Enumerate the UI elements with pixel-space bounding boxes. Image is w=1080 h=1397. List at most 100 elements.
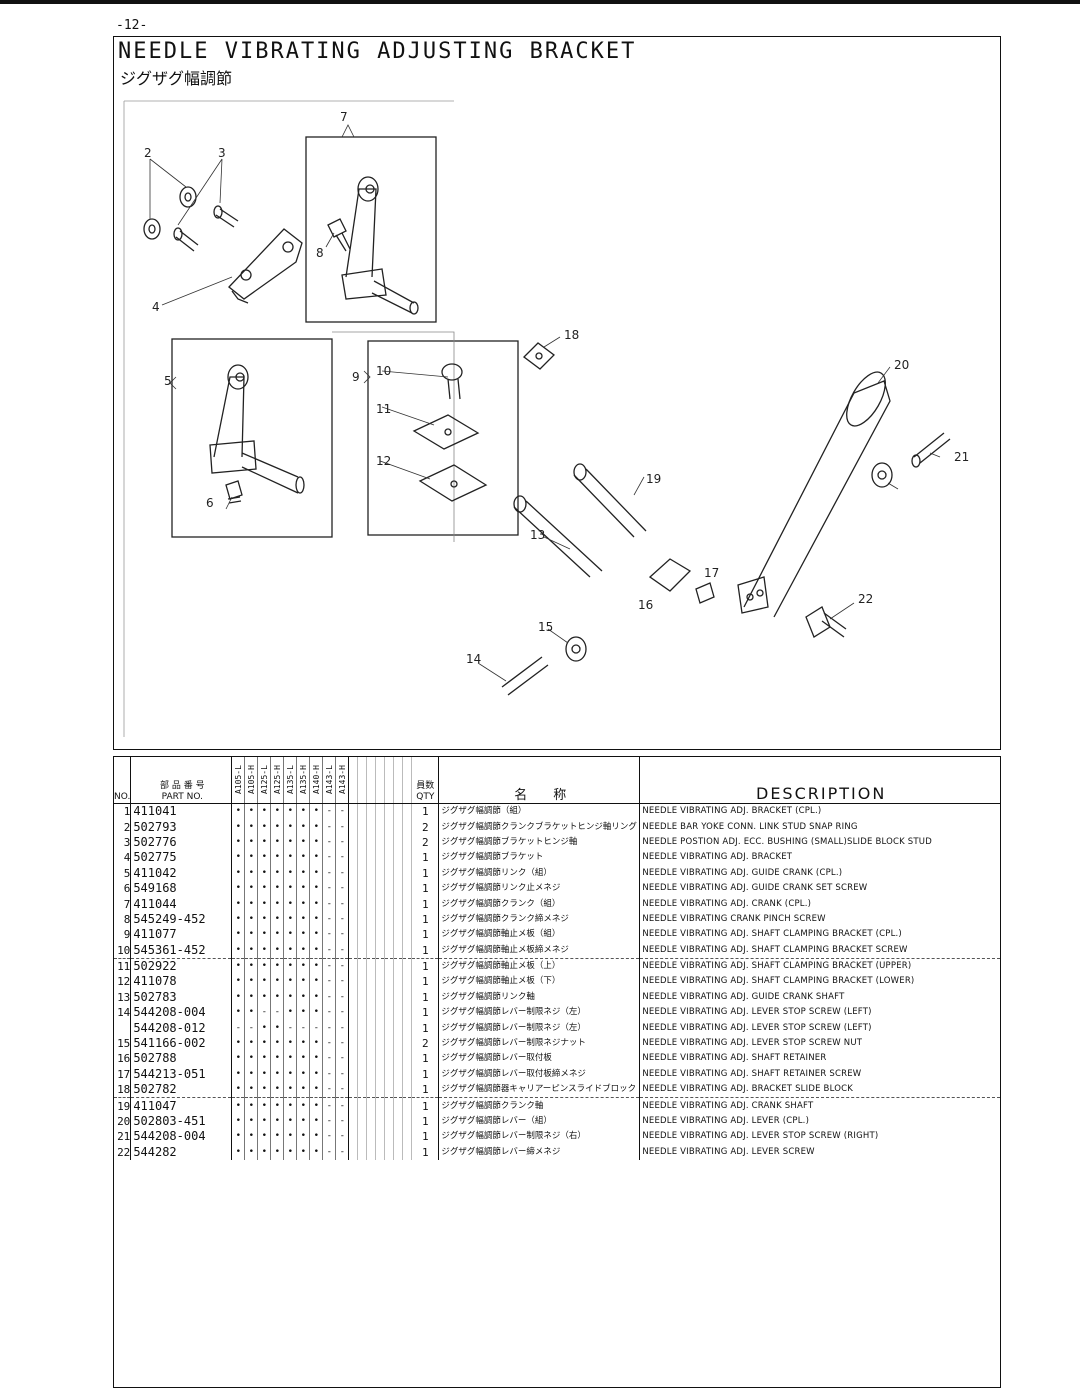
row-model-mark: • [257,834,272,851]
row-part-no: 549168 [130,880,233,897]
row-no: 21 [114,1129,132,1145]
row-name-jp: ジグザグ幅調節レバー取付板締メネジ [438,1066,641,1083]
row-no: 10 [114,942,132,959]
row-empty-cell [393,1129,404,1145]
row-no: 14 [114,1005,132,1021]
row-empty-cell [393,803,404,820]
row-description: NEEDLE VIBRATING ADJ. CRANK SHAFT [642,1100,814,1111]
row-model-mark: - [335,1005,350,1021]
row-empty-cell [366,834,377,851]
figure-title: NEEDLE VIBRATING ADJUSTING BRACKET [118,39,637,64]
row-model-mark: • [296,1097,311,1114]
row-empty-cell [393,1020,404,1036]
row-no: 16 [114,1051,132,1067]
row-qty: 1 [411,1144,440,1160]
header-model: A105-H [244,757,259,804]
row-model-mark: • [270,803,285,820]
row-model-mark: - [322,1113,337,1130]
row-no: 13 [114,989,132,1006]
row-no: 8 [114,911,132,928]
row-name-jp: ジグザグ幅調節クランク（組） [438,896,641,912]
group-box-5 [171,338,333,538]
row-empty-cell [366,1082,377,1099]
row-model-mark: • [309,1144,324,1160]
header-model: A135-H [296,757,311,804]
callout-17: 17 [704,566,719,580]
row-empty-cell [393,896,404,912]
header-empty [357,757,368,804]
row-model-mark: - [283,1020,298,1036]
row-empty-cell [393,989,404,1006]
row-model-mark: • [244,1051,259,1067]
row-model-mark: • [257,850,272,866]
row-name-jp: ジグザグ幅調節レバー取付板 [438,1051,641,1067]
row-model-mark: • [309,850,324,866]
row-part-no: 544213-051 [130,1066,233,1083]
row-model-mark: - [335,850,350,866]
row-description: NEEDLE VIBRATING ADJ. LEVER STOP SCREW (… [642,1007,872,1018]
row-model-mark: • [244,942,259,959]
row-name-jp: ジグザグ幅調節レバー制限ネジナット [438,1035,641,1052]
row-no: 20 [114,1113,132,1130]
row-description: NEEDLE VIBRATING ADJ. SHAFT CLAMPING BRA… [639,942,1000,959]
header-empty [384,757,395,804]
row-part-no: 502793 [130,819,233,835]
row-description: NEEDLE VIBRATING ADJ. LEVER STOP SCREW N… [642,1038,863,1049]
row-model-mark: • [283,819,298,835]
row-empty-cell [348,819,359,835]
row-empty-cell [348,958,359,975]
row-model-mark: • [257,942,272,959]
row-name-jp: ジグザグ幅調節レバー制限ネジ（右） [438,1129,641,1145]
row-qty: 1 [411,942,440,959]
row-empty-cell [402,942,413,959]
row-no [114,1020,132,1036]
row-model-mark: • [257,1082,272,1099]
row-no: 2 [114,819,132,835]
row-empty-cell [375,1035,386,1052]
callout-18: 18 [564,328,579,342]
row-name-jp: ジグザグ幅調節軸止メ板（組） [438,927,641,943]
header-qty: 員数 QTY [411,757,440,804]
row-model-mark: - [322,958,337,975]
row-model-mark: - [309,1020,324,1036]
callout-19: 19 [646,472,661,486]
row-empty-cell [384,1144,395,1160]
row-qty: 1 [411,958,440,975]
row-model-mark: • [283,927,298,943]
row-empty-cell [384,880,395,897]
row-model-mark: • [296,927,311,943]
row-model-mark: - [231,1020,246,1036]
row-model-mark: - [322,927,337,943]
row-model-mark: • [231,1035,246,1052]
callout-11: 11 [376,402,391,416]
row-model-mark: • [309,1066,324,1083]
row-model-mark: • [231,1113,246,1130]
row-model-mark: • [270,974,285,990]
row-qty: 1 [411,803,440,820]
row-empty-cell [375,1051,386,1067]
row-model-mark: • [244,896,259,912]
row-empty-cell [348,880,359,897]
row-description: NEEDLE VIBRATING ADJ. SHAFT CLAMPING BRA… [642,929,902,940]
row-empty-cell [348,1020,359,1036]
row-model-mark: • [283,942,298,959]
row-name-jp: ジグザグ幅調節ブラケット [438,850,641,866]
row-empty-cell [375,1113,386,1130]
row-model-mark: • [296,1113,311,1130]
header-empty [402,757,413,804]
row-empty-cell [402,1129,413,1145]
row-model-mark: • [231,989,246,1006]
row-model-mark: • [257,880,272,897]
row-model-mark: • [309,942,324,959]
row-model-mark: • [244,974,259,990]
row-model-mark: • [231,865,246,881]
row-model-mark: • [244,1082,259,1099]
row-model-mark: • [296,1005,311,1021]
row-empty-cell [357,1129,368,1145]
row-empty-cell [366,974,377,990]
row-description: NEEDLE VIBRATING ADJ. SHAFT RETAINER SCR… [642,1068,862,1079]
row-model-mark: • [257,1051,272,1067]
